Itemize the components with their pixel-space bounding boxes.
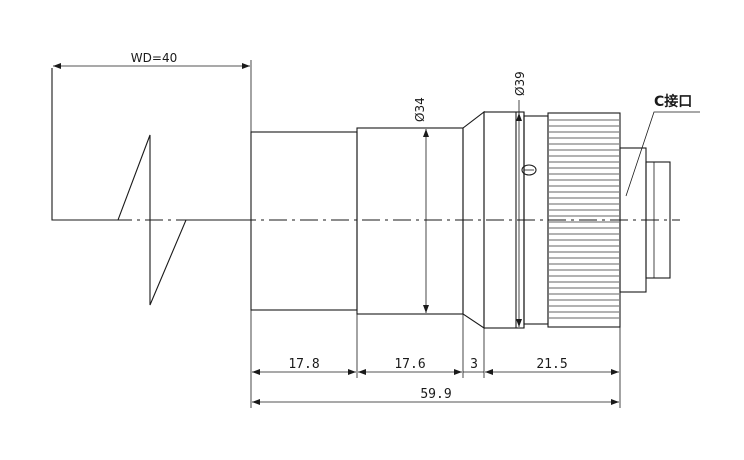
extension-lines xyxy=(250,310,621,408)
working-distance-break xyxy=(51,68,250,306)
c-mount-label: C接口 xyxy=(654,93,692,110)
total-label: 59.9 xyxy=(420,387,451,402)
dia-front-dimension: Ø34 xyxy=(413,97,429,313)
seg3-label: 3 xyxy=(470,357,478,372)
middle-barrel xyxy=(356,127,464,315)
segment-dimensions: 17.8 17.6 3 21.5 xyxy=(252,357,619,375)
wd-label: WD=40 xyxy=(131,51,177,65)
locking-screw xyxy=(521,164,537,176)
wd-dimension: WD=40 xyxy=(53,51,252,132)
mount-flange xyxy=(645,161,671,279)
front-barrel xyxy=(250,131,358,311)
seg1-label: 17.8 xyxy=(288,357,319,372)
knurl-lines xyxy=(549,119,619,319)
dia-rear-dimension: Ø39 xyxy=(513,71,527,327)
total-dimension: 59.9 xyxy=(252,387,619,405)
seg4-label: 21.5 xyxy=(536,357,567,372)
dia-rear-label: Ø39 xyxy=(513,71,527,96)
c-mount-leader: C接口 xyxy=(625,93,700,197)
seg2-label: 17.6 xyxy=(394,357,425,372)
dia-front-label: Ø34 xyxy=(413,97,427,122)
